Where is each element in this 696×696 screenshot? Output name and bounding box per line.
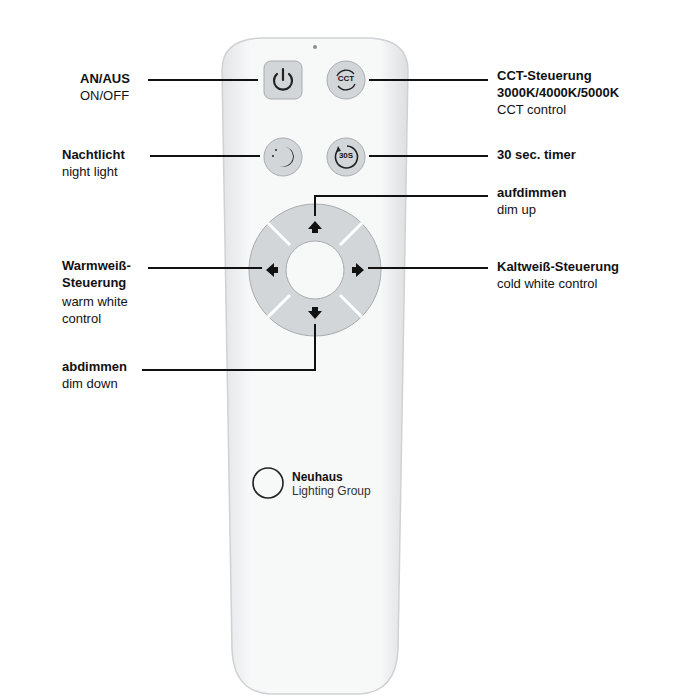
callout-label: CCT-Steuerung 3000K/4000K/5000K [497, 67, 647, 101]
down-arrow [308, 307, 322, 319]
nightlight-button [264, 138, 302, 176]
button-text: CCT [330, 72, 362, 86]
callout-label: dim up [497, 201, 536, 218]
leader-lines [142, 80, 488, 370]
button-label: CCT [330, 72, 362, 86]
callout-label: Nachtlicht [62, 146, 125, 163]
left-arrow [266, 263, 278, 277]
callout-label: 30 sec. timer [497, 146, 576, 163]
callout-label: aufdimmen [497, 184, 566, 201]
timer-button [327, 138, 365, 176]
callout-label: night light [62, 163, 118, 180]
button-label: 30S [330, 149, 362, 163]
button-text: 30S [330, 149, 362, 163]
power-icon [282, 69, 284, 80]
callout-label: cold white control [497, 275, 597, 292]
callout-label: abdimmen [62, 358, 127, 375]
callout-label: warm white control [62, 293, 147, 327]
callout-label: AN/AUS [80, 70, 130, 87]
led [313, 45, 317, 49]
up-arrow [308, 221, 322, 233]
brand-text: Neuhaus [292, 470, 343, 484]
remote-body: NeuhausLighting Group CCT 30S [222, 38, 408, 694]
logo-circle [253, 468, 283, 498]
cct-button [327, 61, 365, 99]
callout-label: CCT control [497, 101, 566, 118]
right-arrow [352, 263, 364, 277]
dpad-center [286, 241, 344, 299]
brand-text: Lighting Group [292, 484, 371, 498]
callout-label: Kaltweiß-Steuerung [497, 258, 619, 275]
moon-icon [280, 147, 294, 167]
callout-label: dim down [62, 375, 118, 392]
power-button [264, 61, 302, 99]
callout-label: ON/OFF [80, 87, 129, 104]
callout-label: Warmweiß-Steuerung [62, 257, 144, 291]
dpad-ring [249, 204, 381, 336]
